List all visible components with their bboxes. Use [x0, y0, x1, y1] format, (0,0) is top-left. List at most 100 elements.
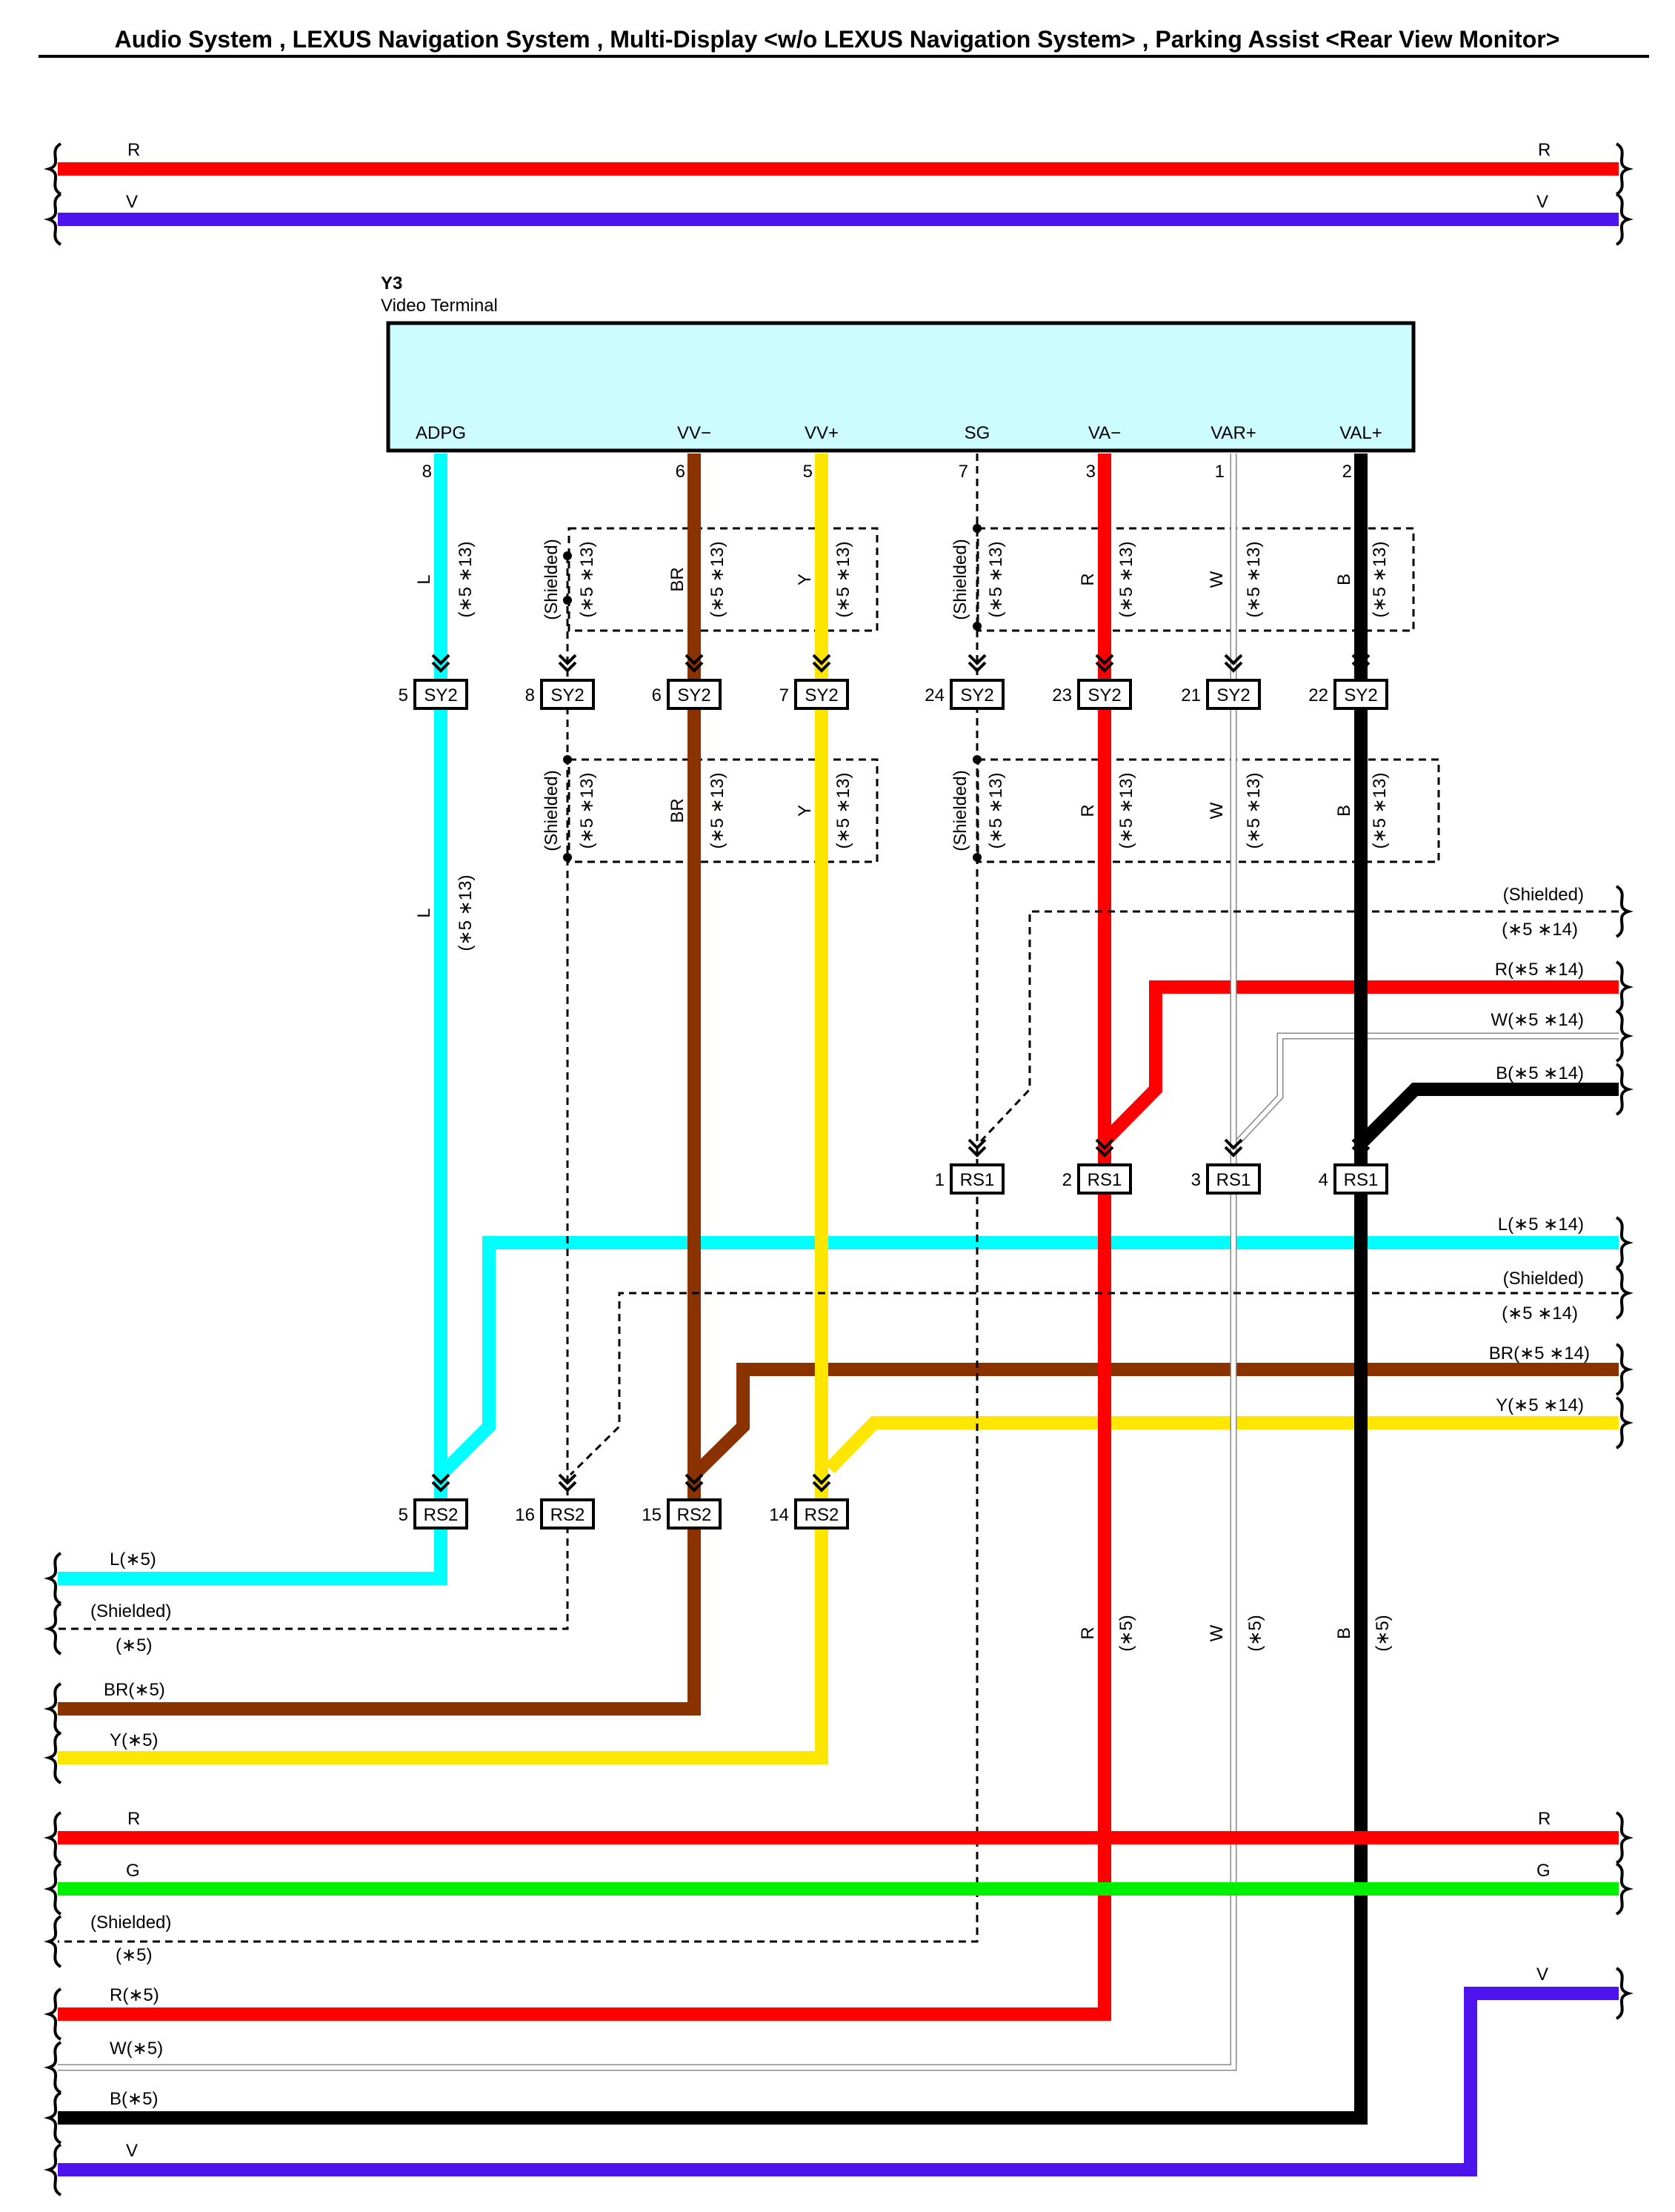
wire-break-l-10 [44, 2041, 62, 2094]
pin-number-4: 3 [1086, 462, 1096, 482]
wire-break-l-11 [44, 2091, 62, 2145]
vlabel-lower-b: B [1334, 1627, 1354, 1639]
wire-break-r-8 [1615, 1343, 1634, 1396]
pin-number-0: 8 [422, 462, 432, 482]
vlabel-b-note-1: (∗5 ∗13) [1370, 773, 1390, 849]
wire-break-l-5 [44, 1731, 62, 1784]
wire-l514 [436, 1236, 1619, 1480]
pin-name-6: VAL+ [1339, 423, 1382, 443]
sy2-connector-label: SY2 [1216, 685, 1250, 705]
vlabel-w-1: W [1207, 802, 1227, 819]
wire-break-l-3 [44, 1602, 62, 1655]
vlabel-br-0: BR [667, 567, 687, 591]
label-n5-sg: (∗5) [116, 1945, 152, 1965]
pin-name-1: VV− [677, 423, 711, 443]
vlabel-l-lower: L [414, 908, 434, 917]
label-g-bottom-right: G [1536, 1861, 1551, 1881]
vlabel-shielded-a-note-1: (∗5 ∗13) [577, 773, 597, 849]
wire-break-r-12 [1615, 1967, 1634, 2020]
vlabel-lower-w: W [1207, 1624, 1227, 1641]
label-shielded-sg: (Shielded) [90, 1913, 171, 1933]
rs2-connector-label: RS2 [677, 1505, 712, 1525]
label-br514: BR(∗5 ∗14) [1489, 1344, 1590, 1364]
wire-break-l-0 [44, 142, 62, 196]
sy2-connector-label: SY2 [805, 685, 838, 705]
sy2-connector-label: SY2 [550, 685, 584, 705]
rs1-connector-label: RS1 [1344, 1170, 1379, 1190]
rs1-connector-label: RS1 [1088, 1170, 1122, 1190]
sy2-connector-label: SY2 [960, 685, 993, 705]
wire-break-l-8 [44, 1915, 62, 1968]
label-n5-rs2: (∗5) [116, 1635, 152, 1655]
wire-r-va-minus [58, 454, 1111, 2021]
wire-break-r-9 [1615, 1396, 1634, 1449]
wire-label-v-left: V [126, 192, 138, 212]
rs1-pin-number: 2 [1062, 1170, 1072, 1190]
wire-y514 [825, 1416, 1619, 1474]
label-n514-rs2-right: (∗5 ∗14) [1502, 1303, 1578, 1323]
vlabel-lower-w-note: (∗5) [1245, 1615, 1265, 1651]
rs2-connector-label: RS2 [805, 1505, 839, 1525]
wire-break-l-9 [44, 1987, 62, 2041]
wire-label-r-right: R [1538, 140, 1551, 160]
wire-labels: L(∗5) (Shielded) (∗5) BR(∗5) Y(∗5) R G (… [90, 885, 1590, 2161]
vlabel-r-1: R [1078, 804, 1098, 817]
sy2-connector-4: SY2 24 [925, 654, 1005, 710]
vlabel-shielded-b-1: (Shielded) [950, 770, 970, 851]
label-y5: Y(∗5) [110, 1730, 158, 1750]
pin-name-0: ADPG [416, 423, 466, 443]
label-w514: W(∗5 ∗14) [1491, 1010, 1584, 1030]
pin-number-3: 7 [959, 462, 968, 482]
rs1-connector-label: RS1 [1216, 1170, 1251, 1190]
label-b514: B(∗5 ∗14) [1496, 1063, 1584, 1083]
wire-break-l-12 [44, 2143, 62, 2196]
vlabel-shielded-a-note-0: (∗5 ∗13) [577, 542, 597, 618]
rs1-pin-number: 3 [1191, 1170, 1201, 1190]
sy2-pin-number: 21 [1181, 685, 1201, 705]
vlabel-shielded-a-0: (Shielded) [542, 539, 562, 620]
sy2-pin-number: 24 [925, 685, 945, 705]
label-r-bottom-right: R [1538, 1809, 1551, 1829]
wire-break-r-11 [1615, 1862, 1634, 1916]
rs1-pin-number: 1 [935, 1170, 945, 1190]
vlabel-l-lower-note: (∗5 ∗13) [456, 875, 476, 951]
rs1-connector-2: RS1 3 [1191, 1138, 1261, 1195]
wire-br514 [689, 1363, 1619, 1480]
rs2-connector-3: RS2 14 [769, 1473, 849, 1530]
shield-drain-rs1-branch [979, 910, 1619, 1143]
sy2-pin-number: 6 [652, 685, 662, 705]
wire-br-vv-minus [58, 454, 701, 1716]
wire-label-r-left: R [127, 140, 140, 160]
wire-w-var-plus [58, 454, 1236, 2070]
rs2-pin-number: 16 [515, 1505, 535, 1525]
shield-drain-rs2 [58, 556, 569, 1630]
wire-l-adpg [58, 454, 447, 1585]
wire-break-l-2 [44, 1552, 62, 1605]
vlabel-r-note-0: (∗5 ∗13) [1116, 542, 1136, 618]
vlabel-b-0: B [1334, 574, 1354, 585]
wire-break-r-5 [1615, 1063, 1634, 1116]
label-v-bottom-right: V [1536, 1964, 1548, 1985]
pin-number-5: 1 [1215, 462, 1225, 482]
rs2-pin-number: 14 [769, 1505, 789, 1525]
shield-drain-sg [58, 454, 979, 1943]
wire-break-marks [44, 142, 1634, 2196]
label-r-bottom-left: R [127, 1809, 140, 1829]
rs2-pin-number: 15 [642, 1505, 662, 1525]
component-name: Video Terminal [381, 296, 498, 316]
wire-label-v-right: V [1536, 192, 1548, 212]
wire-break-r-6 [1615, 1216, 1634, 1269]
label-r5: R(∗5) [110, 1985, 159, 2005]
sy2-pin-number: 5 [399, 685, 408, 705]
vlabel-y-0: Y [795, 574, 815, 585]
label-y514: Y(∗5 ∗14) [1496, 1395, 1584, 1415]
